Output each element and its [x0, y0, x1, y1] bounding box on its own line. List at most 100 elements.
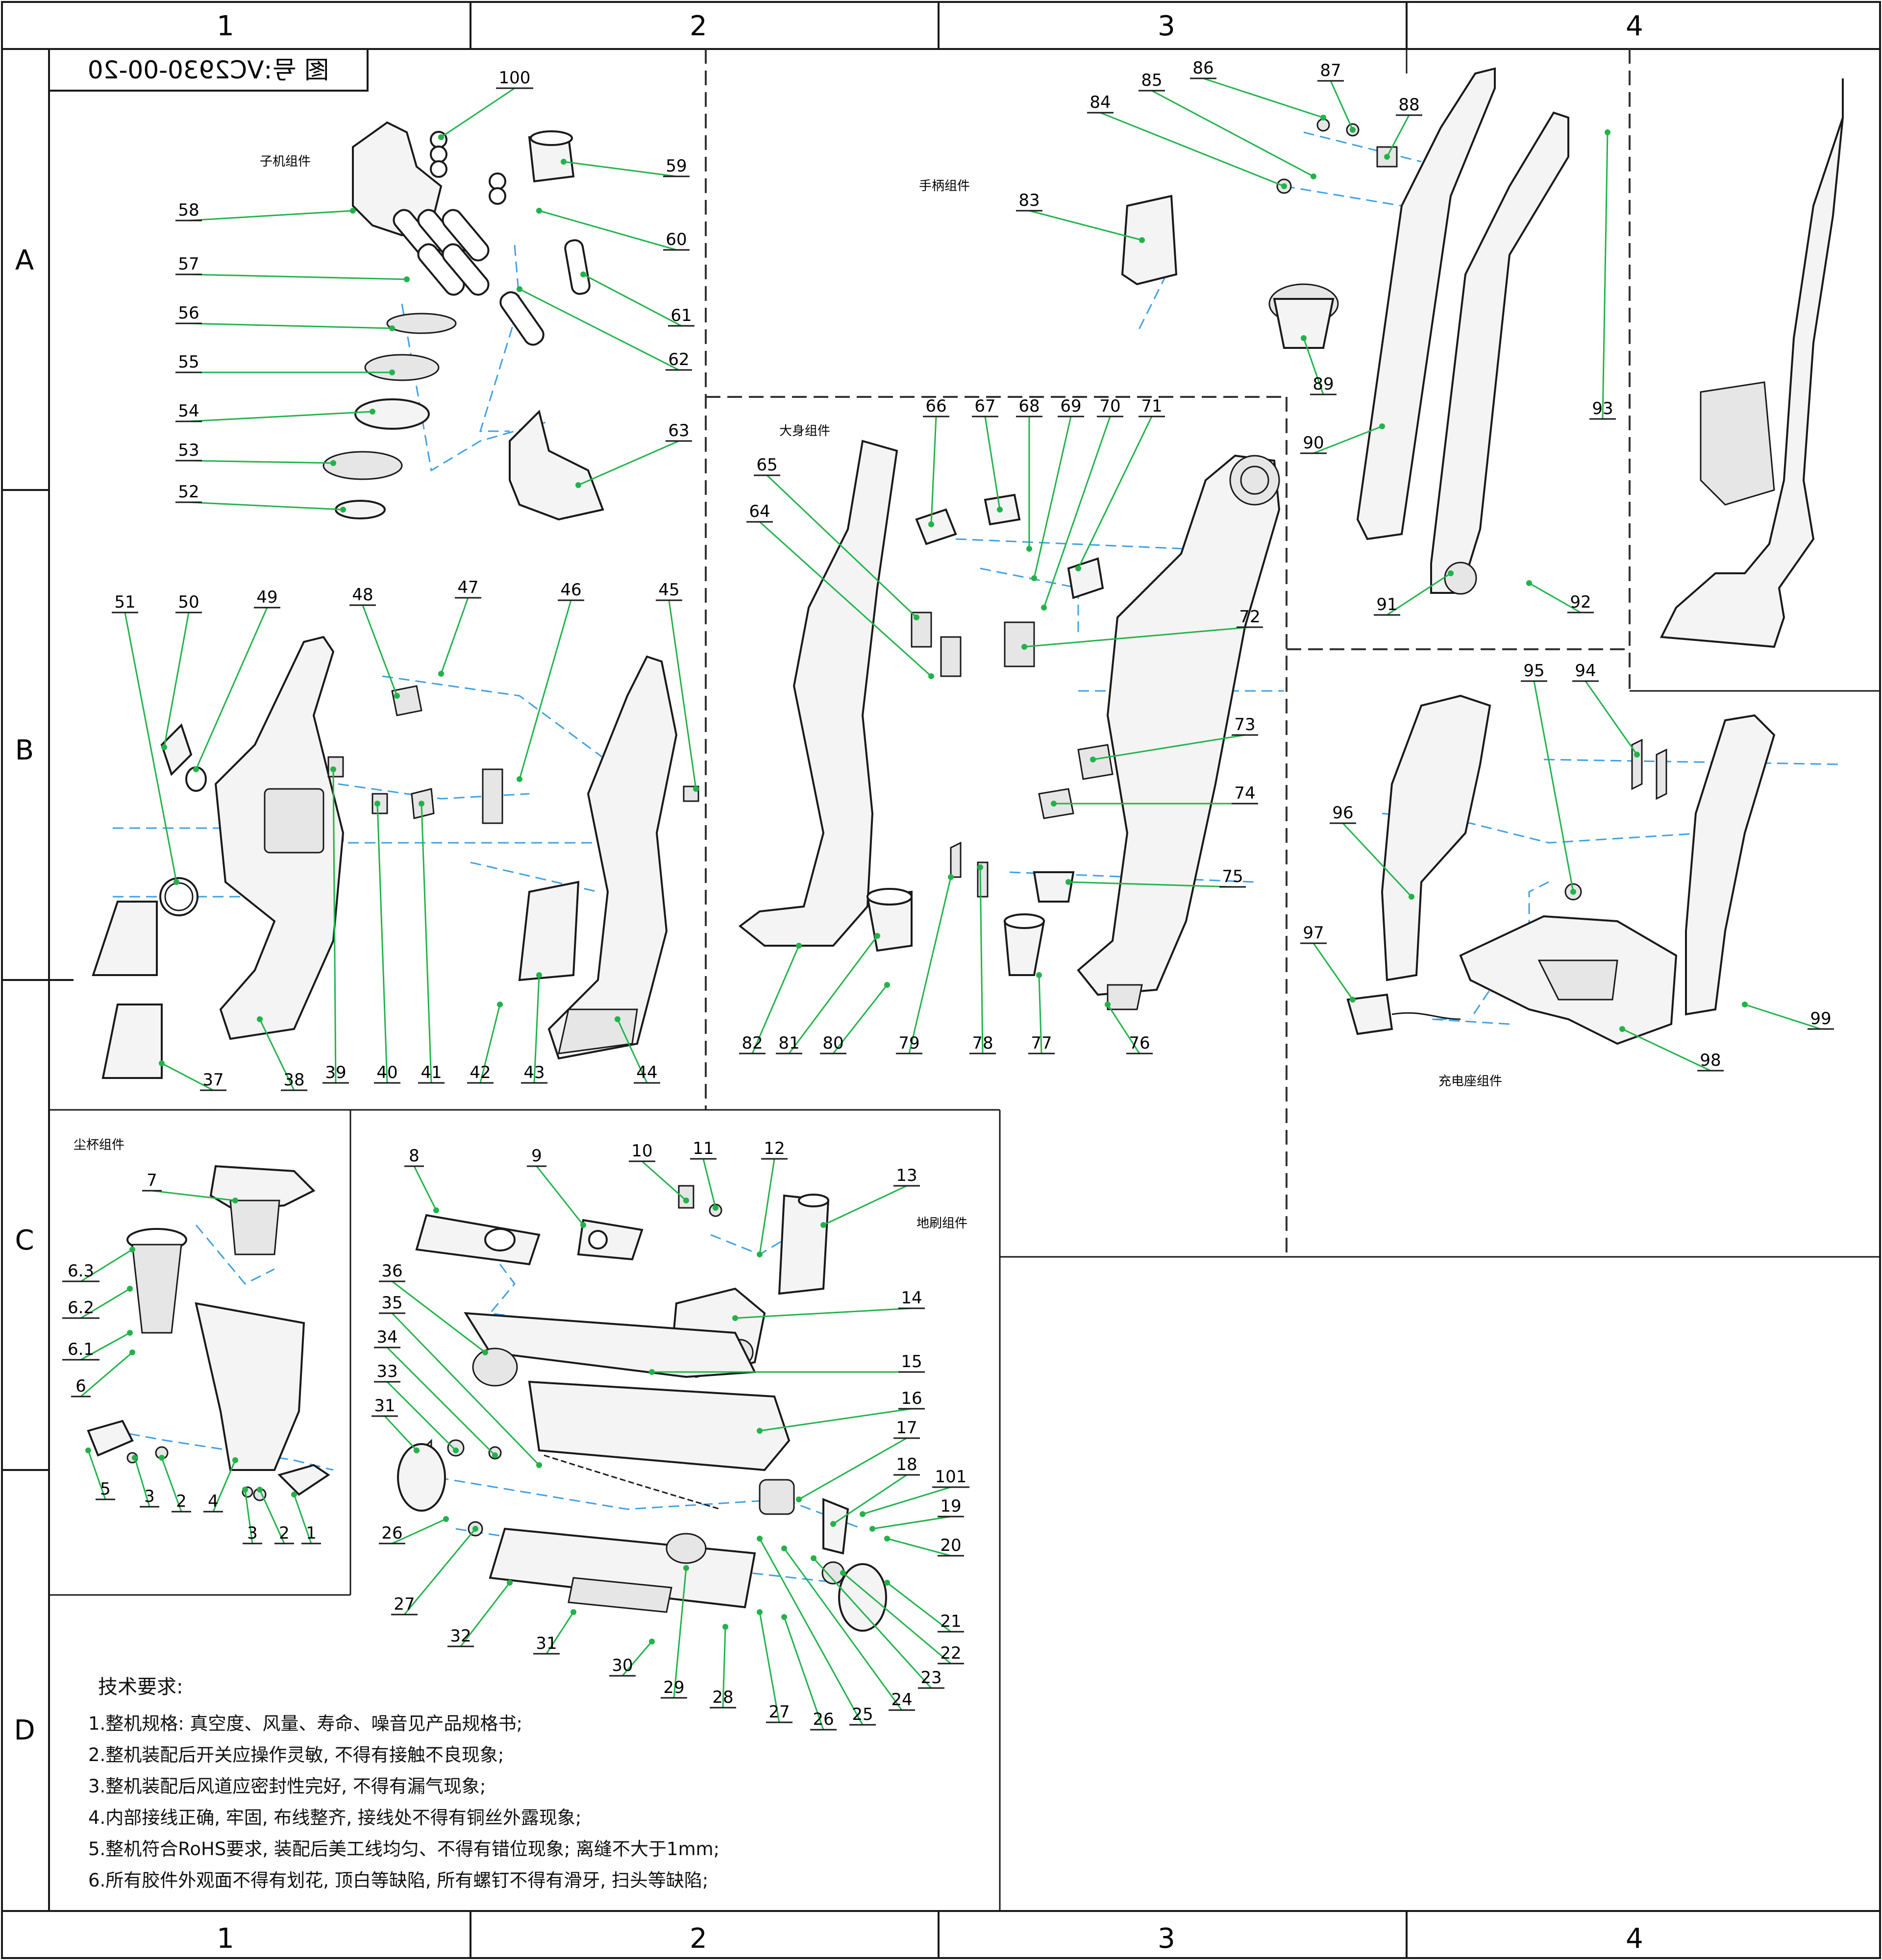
- callout-leader: [766, 474, 917, 618]
- main-body-assembly: [738, 440, 1281, 1010]
- callout-20: 20: [884, 1536, 964, 1557]
- callout-26: 26: [781, 1614, 837, 1731]
- callout-number: 37: [202, 1070, 223, 1090]
- bin-latch-right: [277, 1464, 330, 1496]
- callout-anchor: [580, 271, 586, 277]
- callout-24: 24: [781, 1545, 915, 1711]
- callout-anchor: [1090, 757, 1096, 762]
- callout-number: 67: [974, 396, 995, 416]
- callout-number: 55: [178, 352, 199, 372]
- wheel-right-tire: [838, 1563, 887, 1632]
- base-stand-rear: [1685, 714, 1776, 1016]
- callout-leader: [244, 1489, 253, 1544]
- callout-anchor: [419, 801, 424, 807]
- latch-cap: [1067, 557, 1104, 599]
- handheld-unit-assembly: [322, 121, 604, 521]
- callout-number: 87: [1320, 61, 1341, 80]
- callout-number: 84: [1090, 93, 1111, 112]
- callout-leader: [813, 1557, 932, 1689]
- callout-94: 94: [1572, 661, 1640, 758]
- callout-number: 22: [940, 1643, 961, 1663]
- requirement-2: 2.整机装配后开关应操作灵敏, 不得有接触不良现象;: [88, 1744, 504, 1765]
- callout-anchor: [127, 1286, 133, 1292]
- callout-anchor: [1301, 335, 1307, 341]
- callout-35: 35: [379, 1293, 542, 1468]
- callout-anchor: [414, 1447, 420, 1453]
- callout-number: 40: [376, 1063, 397, 1082]
- callout-leader: [1303, 338, 1324, 395]
- callout-number: 72: [1239, 607, 1260, 627]
- callout-number: 31: [374, 1396, 395, 1416]
- callout-number: 3: [247, 1523, 258, 1543]
- handle-shell-front: [1356, 67, 1496, 540]
- release-knob: [915, 508, 957, 545]
- callout-anchor: [683, 1198, 689, 1203]
- callout-leader: [392, 1280, 486, 1353]
- callout-96: 96: [1330, 803, 1414, 900]
- callout-60: 60: [536, 208, 690, 251]
- callout-number: 71: [1141, 396, 1162, 416]
- callout-anchor: [1139, 237, 1145, 243]
- callout-84: 84: [1087, 93, 1287, 189]
- callout-number: 1: [306, 1523, 317, 1543]
- callout-anchor: [796, 943, 802, 949]
- callout-number: 13: [896, 1166, 917, 1185]
- callout-number: 91: [1376, 595, 1397, 614]
- group-labels: 子机组件 手柄组件 大身组件 充电座组件 尘杯组件 地刷组件: [74, 154, 1502, 1231]
- callout-number: 86: [1192, 58, 1213, 78]
- callout-leader: [188, 411, 373, 422]
- callout-72: 72: [1021, 607, 1263, 650]
- callout-58: 58: [175, 200, 356, 221]
- callout-29: 29: [661, 1565, 689, 1699]
- callout-leader: [460, 1582, 511, 1647]
- callout-number: 2: [279, 1523, 290, 1543]
- callout-number: 6.1: [68, 1340, 94, 1359]
- callout-anchor: [914, 614, 919, 620]
- callout-47: 47: [438, 578, 481, 677]
- callout-18: 18: [830, 1455, 920, 1527]
- callout-number: 94: [1575, 661, 1596, 681]
- callout-59: 59: [561, 156, 690, 177]
- callout-25: 25: [757, 1536, 876, 1726]
- callout-anchor: [683, 1565, 689, 1571]
- callout-number: 25: [852, 1705, 873, 1724]
- group-label-charging-base: 充电座组件: [1438, 1074, 1502, 1089]
- callout-number: 81: [778, 1033, 799, 1053]
- callout-anchor: [1350, 127, 1356, 133]
- callout-leader: [1068, 881, 1233, 888]
- callout-leader: [702, 1158, 717, 1208]
- callout-number: 24: [891, 1690, 912, 1710]
- callout-leader: [80, 1351, 133, 1397]
- callout-leader: [188, 501, 344, 511]
- callout-86: 86: [1190, 58, 1326, 121]
- body-shell-right: [547, 655, 678, 1060]
- handle-assembly: [1121, 67, 1844, 648]
- callout-28: 28: [710, 1624, 736, 1709]
- callout-89: 89: [1301, 335, 1337, 395]
- callout-number: 26: [813, 1710, 834, 1729]
- callout-anchor: [350, 208, 356, 214]
- callout-48: 48: [349, 585, 400, 699]
- callout-anchor: [159, 1455, 165, 1461]
- handheld-body-halves: [92, 636, 699, 1079]
- callout-leader: [195, 607, 268, 770]
- callout-anchor: [977, 864, 983, 870]
- callout-39: 39: [322, 766, 349, 1084]
- zone-col-top-2: 2: [690, 10, 707, 42]
- callout-34: 34: [374, 1327, 498, 1458]
- callout-anchor: [132, 1455, 138, 1461]
- callout-number: 60: [666, 230, 687, 249]
- callout-leader: [1533, 681, 1574, 892]
- zone-col-top-4: 4: [1626, 10, 1643, 42]
- callout-number: 27: [768, 1702, 790, 1722]
- callout-leader: [1585, 681, 1638, 755]
- callout-number: 18: [896, 1455, 917, 1474]
- callout-leader: [259, 1019, 295, 1091]
- callout-number: 65: [756, 455, 777, 475]
- callout-anchor: [869, 1526, 875, 1532]
- brush-roll: [544, 1454, 721, 1510]
- callout-45: 45: [656, 580, 699, 792]
- callout-14: 14: [732, 1288, 925, 1321]
- callout-leader: [1602, 132, 1609, 419]
